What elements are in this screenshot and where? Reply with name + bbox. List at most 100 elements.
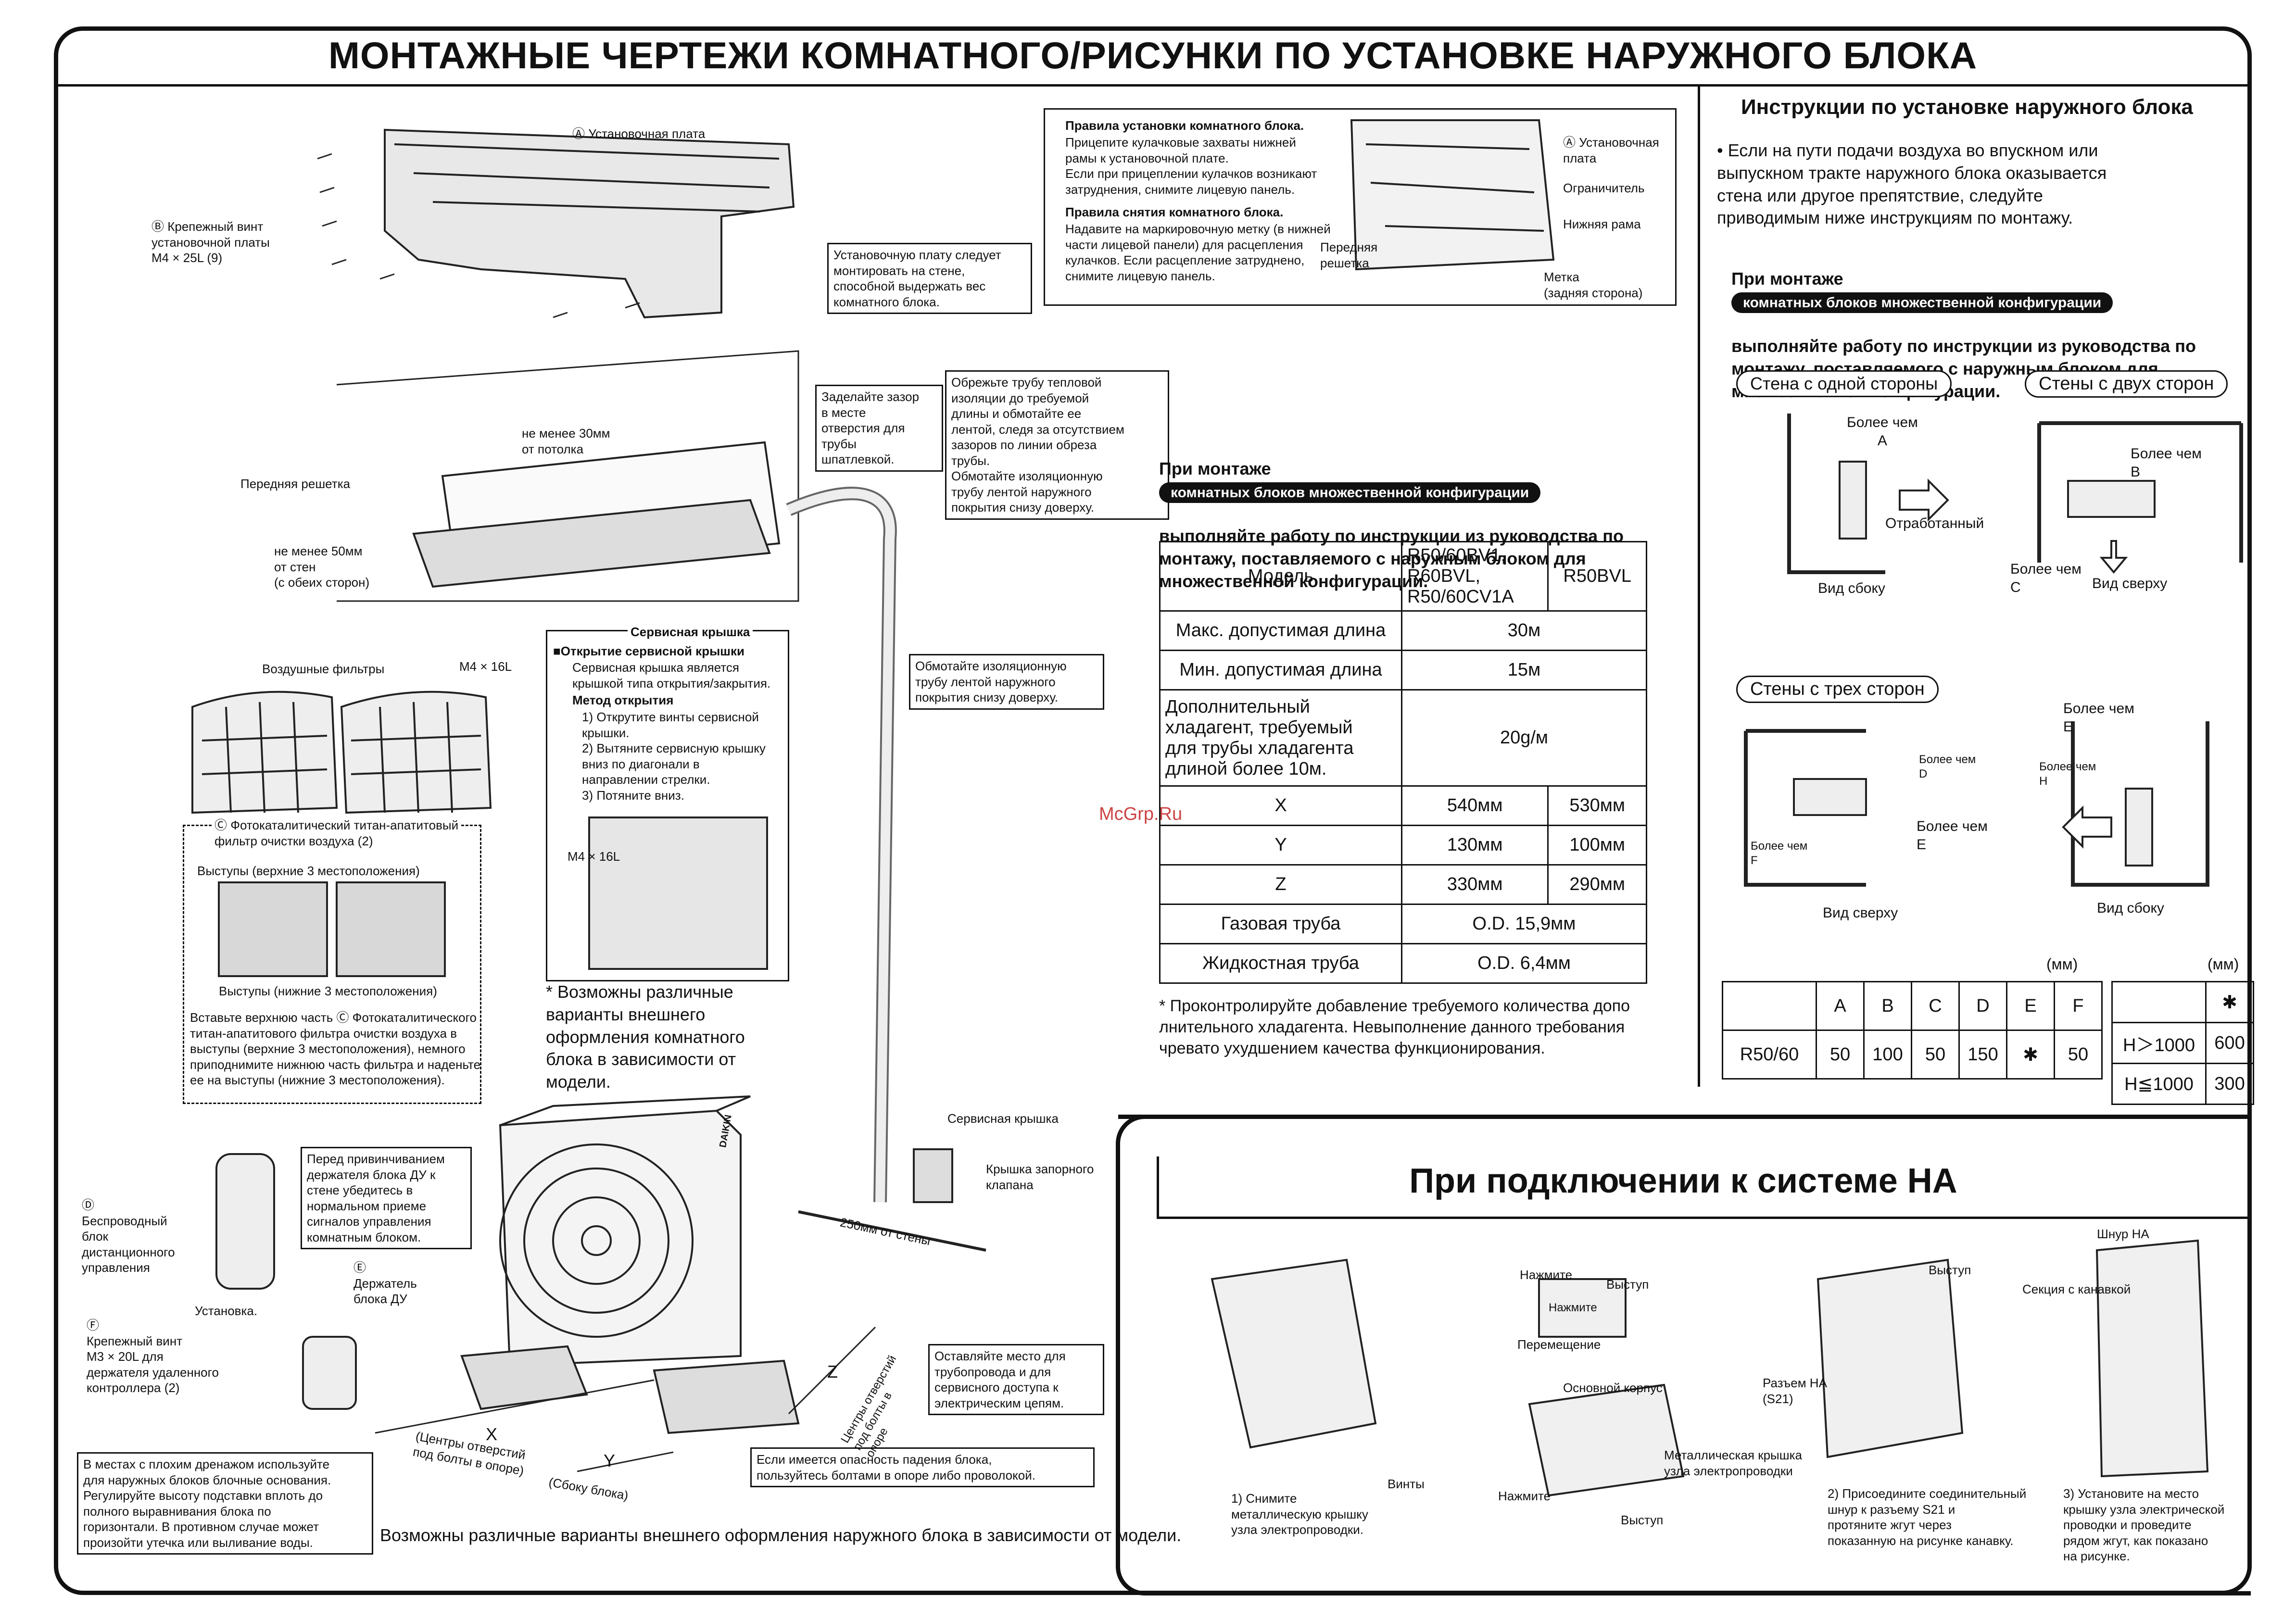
front-grille-label: Передняя решетка [240, 477, 351, 491]
dist-head: F [2054, 981, 2103, 1031]
ha-tab2: Выступ [1621, 1513, 1664, 1527]
side-view-1: Вид сбоку [1818, 580, 1885, 596]
m4-16l-label: M4 × 16L [459, 659, 512, 674]
ceiling-gap: не менее 30мм от потолка [522, 426, 610, 456]
spec-cell: Мин. допустимая длина [1159, 650, 1402, 691]
table-row: Модель R50/60BV1, R60BVL, R50/60CV1A R50… [1159, 541, 1647, 612]
ha-groove: Секция с канавкой [2022, 1282, 2131, 1296]
dist-cell: 50 [1816, 1030, 1865, 1080]
title-underline [55, 84, 2251, 87]
spec-cell: 100мм [1547, 825, 1647, 866]
dim-y: Y [604, 1451, 616, 1470]
plate-a-small: Ⓐ Установочная плата [1563, 135, 1659, 165]
spec-cell: 15м [1401, 650, 1647, 691]
spec-cell: 30м [1401, 610, 1647, 651]
table-row: H＞1000 600 [2111, 1022, 2254, 1064]
wall-three-label: Стены с трех сторон [1736, 676, 1939, 703]
limiter-label: Ограничитель [1563, 181, 1645, 195]
spec-cell: Дополнительный хладагент, требуемый для … [1159, 689, 1402, 787]
side-view-2: Вид сбоку [2097, 900, 2164, 916]
plate-note: Установочную плату следует монтировать н… [827, 243, 1032, 314]
ha-main-body: Основной корпус [1563, 1381, 1663, 1395]
outdoor-multi-prefix: При монтаже [1731, 268, 1843, 289]
dist-head: B [1863, 981, 1912, 1031]
spec-header-model: Модель [1159, 541, 1402, 612]
right-frame-divider [1698, 87, 1700, 1087]
h-cell: 300 [2205, 1063, 2254, 1105]
top-view-1: Вид сверху [2092, 576, 2168, 591]
outdoor-multi-pill: комнатных блоков множественной конфигура… [1731, 292, 2113, 313]
install-label: Установка. [195, 1304, 258, 1318]
multi-pill: комнатных блоков множественной конфигура… [1159, 482, 1541, 503]
ha-step2: 2) Присоедините соединительный шнур к ра… [1828, 1486, 2027, 1548]
dim-x: X [486, 1424, 498, 1444]
insulation-note: Обрежьте трубу тепловой изоляции до треб… [945, 370, 1169, 520]
remote-label: Ⓓ Беспроводный блок дистанционного управ… [82, 1198, 175, 1275]
method-title: Метод открытия [572, 693, 674, 707]
remote-note: Перед привинчиванием держателя блока ДУ … [301, 1147, 472, 1249]
table-row: H≦1000 300 [2111, 1063, 2254, 1105]
spec-cell: 290мм [1547, 864, 1647, 905]
ha-press3: Нажмите [1498, 1489, 1551, 1503]
tabs-bottom: Выступы (нижние 3 местоположения) [219, 984, 437, 998]
wall-one-label: Стена с одной стороны [1736, 370, 1952, 397]
ha-cord: Шнур HA [2097, 1227, 2149, 1241]
dist-head: A [1816, 981, 1865, 1031]
install-rules-box [1044, 108, 1677, 306]
holder-label: Ⓔ Держатель блока ДУ [353, 1260, 417, 1306]
h-cell: H＞1000 [2111, 1022, 2207, 1064]
filter-instr: Вставьте верхнюю часть Ⓒ Фотокаталитичес… [190, 1010, 481, 1087]
dist-cell: ✱ [2006, 1030, 2055, 1080]
ha-title-box-left [1157, 1156, 1159, 1219]
dist-cell: 50 [1911, 1030, 1960, 1080]
service-text: Сервисная крышка является крышкой типа о… [572, 660, 771, 691]
table-row: ✱ [2111, 981, 2254, 1023]
spec-cell: Z [1159, 864, 1402, 905]
more-e: Более чем E [1917, 818, 1988, 853]
spec-cell: O.D. 15,9мм [1401, 904, 1647, 944]
wall-gap: не менее 50мм от стен (с обеих сторон) [274, 544, 370, 590]
valve-cover: Крышка запорного клапана [986, 1162, 1094, 1192]
spec-cell: 330мм [1400, 864, 1549, 905]
spec-cell: 540мм [1400, 785, 1549, 826]
screw-f-label: Ⓕ Крепежный винт M3 × 20L для держателя … [87, 1318, 219, 1395]
ha-press1: Нажмите [1520, 1268, 1573, 1282]
dist-cell: 50 [2054, 1030, 2103, 1080]
h-table: ✱ H＞1000 600 H≦1000 300 [2111, 981, 2254, 1105]
outdoor-design-note: Возможны различные варианты внешнего офо… [380, 1525, 1182, 1545]
more-e-2: Более чем E [2063, 701, 2134, 735]
tabs-top: Выступы (верхние 3 местоположения) [197, 864, 420, 878]
more-f: Более чем F [1751, 840, 1808, 867]
plate-screw-label: Ⓑ Крепежный винт установочной платы M4 ×… [151, 219, 270, 265]
spec-cell: 530мм [1547, 785, 1647, 826]
ha-divider [1118, 1115, 2252, 1119]
spec-cell: O.D. 6,4мм [1401, 943, 1647, 984]
photocatalytic-label: Ⓒ Фотокаталитический титан-апатитовый фи… [212, 817, 462, 849]
ha-press2: Нажмите [1549, 1301, 1597, 1314]
ha-metal-cover: Металлическая крышка узла электропроводк… [1664, 1448, 1802, 1478]
seal-note: Заделайте зазор в месте отверстия для тр… [815, 385, 943, 472]
more-a: Более чем A [1847, 414, 1918, 449]
wall-two-label: Стены с двух сторон [2025, 370, 2228, 398]
install-rules-title: Правила установки комнатного блока. [1065, 118, 1304, 133]
plate-label: Ⓐ Установочная плата [572, 126, 706, 141]
spec-header-col1: R50/60BV1, R60BVL, R50/60CV1A [1400, 541, 1549, 612]
h-cell: 600 [2205, 1022, 2254, 1064]
spec-cell: Газовая труба [1159, 904, 1402, 944]
outdoor-instr-bullet: • Если на пути подачи воздуха во впускно… [1717, 140, 2107, 228]
dim-z: Z [827, 1362, 838, 1381]
ha-move: Перемещение [1517, 1337, 1601, 1352]
dist-cell: 100 [1863, 1030, 1912, 1080]
dist-head: D [1958, 981, 2007, 1031]
table-row: A B C D E F [1722, 981, 2103, 1031]
mm-label-1: (мм) [2046, 955, 2078, 973]
ha-connector: Разъем HA (S21) [1763, 1376, 1827, 1406]
